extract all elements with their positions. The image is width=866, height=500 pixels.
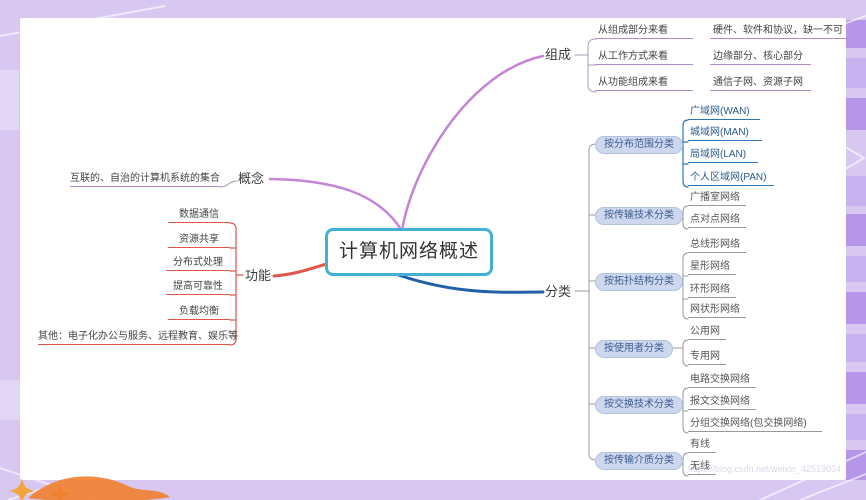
- leaf-item[interactable]: 专用网: [688, 349, 726, 365]
- deco-right-stripe: [845, 20, 866, 48]
- function-item[interactable]: 负载均衡: [168, 304, 230, 320]
- leaf-item[interactable]: 城域网(MAN): [688, 125, 762, 141]
- function-item[interactable]: 数据通信: [168, 207, 230, 223]
- leaf-item[interactable]: 网状形网络: [688, 302, 746, 318]
- deco-right-stripe: [845, 292, 866, 324]
- leaf-item[interactable]: 环形网络: [688, 282, 736, 298]
- leaf-item[interactable]: 广播室网络: [688, 190, 746, 206]
- deco-right-stripe: [845, 98, 866, 130]
- leaf-item[interactable]: 个人区域网(PAN): [688, 170, 774, 186]
- function-item[interactable]: 其他：电子化办公与服务、远程教育、娱乐等: [38, 329, 238, 345]
- branch-label-concept[interactable]: 概念: [238, 171, 265, 186]
- category-pill-transmission[interactable]: 按传输技术分类: [595, 207, 683, 225]
- deco-diagonal-line: [799, 473, 866, 500]
- deco-right-stripe: [845, 176, 866, 206]
- deco-right-stripe: [845, 214, 866, 246]
- leaf-item[interactable]: 有线: [688, 437, 716, 453]
- deco-right-stripe: [845, 414, 866, 440]
- deco-right-stripe: [845, 372, 866, 404]
- deco-right-stripe: [845, 450, 866, 480]
- deco-right-stripe: [845, 58, 866, 88]
- deco-left-square: [0, 70, 19, 130]
- function-item[interactable]: 分布式处理: [166, 255, 230, 271]
- composition-aspect[interactable]: 从功能组成来看: [595, 75, 693, 91]
- leaf-item[interactable]: 广域网(WAN): [688, 104, 760, 120]
- deco-chevron: [839, 143, 866, 173]
- branch-label-functions[interactable]: 功能: [245, 268, 272, 283]
- watermark: https://blog.csdn.net/weixin_42519034: [688, 464, 842, 474]
- leaf-item[interactable]: 电路交换网络: [688, 372, 756, 388]
- composition-value[interactable]: 硬件、软件和协议，缺一不可: [710, 23, 851, 39]
- composition-aspect[interactable]: 从组成部分来看: [595, 23, 693, 39]
- deco-right-stripe: [845, 334, 866, 362]
- branch-label-composition[interactable]: 组成: [545, 47, 572, 62]
- concept-definition[interactable]: 互联的、自治的计算机系统的集合: [70, 171, 220, 187]
- leaf-item[interactable]: 报文交换网络: [688, 394, 756, 410]
- deco-diagonal-line: [0, 5, 166, 37]
- central-topic[interactable]: 计算机网络概述: [325, 228, 493, 276]
- category-pill-switching[interactable]: 按交换技术分类: [595, 396, 683, 414]
- leaf-item[interactable]: 星形网络: [688, 259, 736, 275]
- category-pill-medium[interactable]: 按传输介质分类: [595, 452, 683, 470]
- leaf-item[interactable]: 总线形网络: [688, 237, 746, 253]
- sparkle-icon: [9, 476, 170, 500]
- leaf-item[interactable]: 点对点网络: [688, 212, 746, 228]
- leaf-item[interactable]: 局域网(LAN): [688, 147, 758, 163]
- composition-aspect[interactable]: 从工作方式来看: [595, 49, 693, 65]
- function-item[interactable]: 资源共享: [168, 232, 230, 248]
- deco-diagonal-line: [759, 451, 866, 500]
- leaf-item[interactable]: 无线: [688, 459, 716, 475]
- leaf-item[interactable]: 公用网: [688, 324, 726, 340]
- category-pill-range[interactable]: 按分布范围分类: [595, 136, 683, 154]
- function-item[interactable]: 提高可靠性: [166, 279, 230, 295]
- category-pill-topology[interactable]: 按拓扑结构分类: [595, 273, 683, 291]
- composition-value[interactable]: 边缘部分、核心部分: [710, 49, 811, 65]
- branch-label-classification[interactable]: 分类: [545, 284, 572, 299]
- deco-right-stripe: [845, 256, 866, 282]
- category-pill-user[interactable]: 按使用者分类: [595, 340, 673, 358]
- composition-value[interactable]: 通信子网、资源子网: [710, 75, 811, 91]
- leaf-item[interactable]: 分组交换网络(包交换网络): [688, 416, 822, 432]
